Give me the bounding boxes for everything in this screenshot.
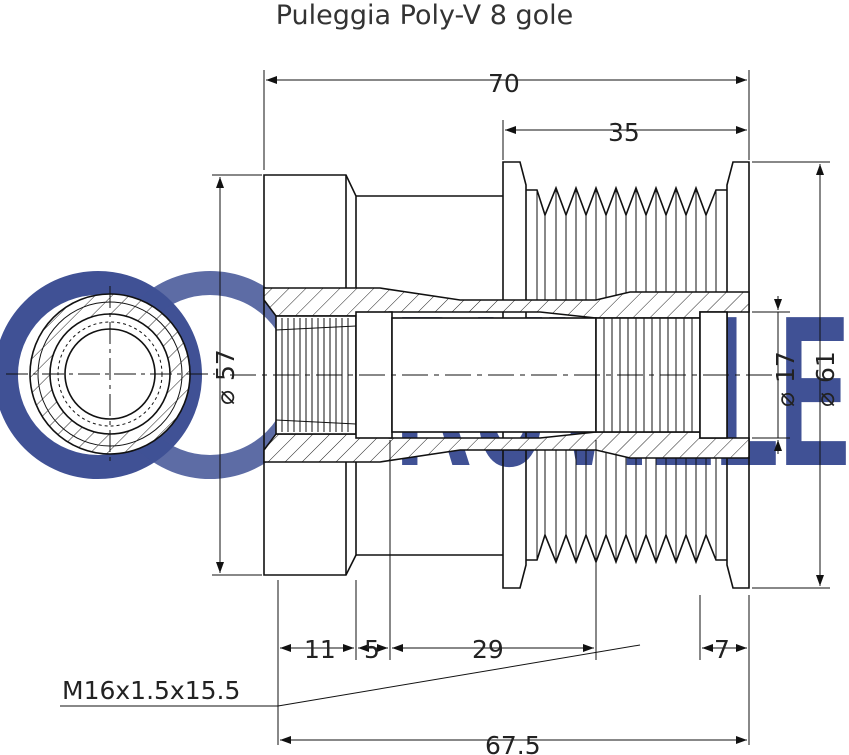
dim-17: 17: [771, 351, 800, 383]
end-view: [6, 286, 215, 462]
thread-callout: M16x1.5x15.5: [62, 676, 240, 705]
dim-61-symbol: ⌀: [811, 392, 840, 407]
dim-57-symbol: ⌀: [211, 390, 240, 405]
dim-5: 5: [364, 635, 380, 664]
dim-7: 7: [714, 635, 730, 664]
dim-70: 70: [488, 69, 520, 98]
dim-61: 61: [811, 351, 840, 383]
dim-35: 35: [608, 118, 640, 147]
pulley-side-view: [230, 161, 790, 589]
drawing-title: Puleggia Poly-V 8 gole: [275, 0, 574, 31]
dim-57: 57: [211, 349, 240, 381]
dim-29: 29: [472, 635, 504, 664]
dim-11: 11: [304, 635, 336, 664]
dim-67-5: 67.5: [485, 731, 541, 755]
dim-17-symbol: ⌀: [771, 392, 800, 407]
dimension-lines: [60, 70, 830, 745]
